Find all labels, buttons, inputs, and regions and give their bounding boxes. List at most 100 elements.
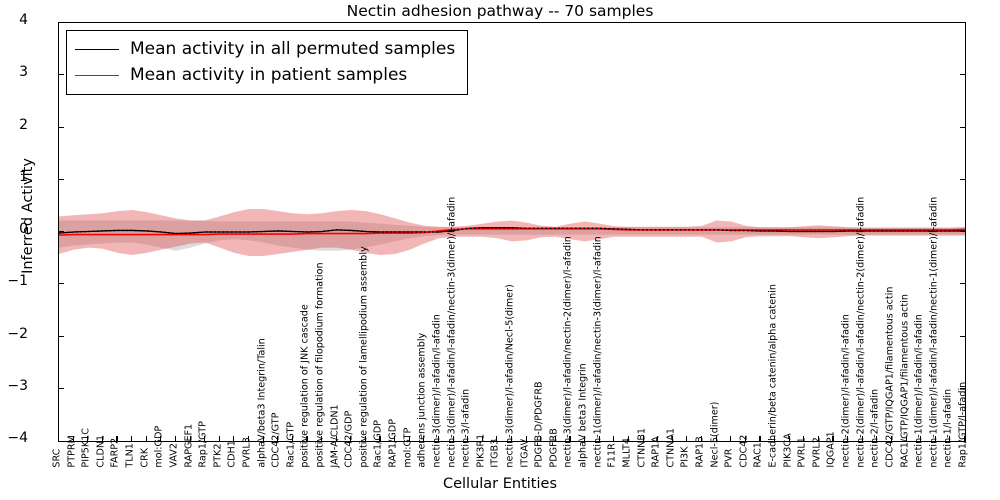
x-tick-mark [949, 436, 951, 442]
y-tick-mark [58, 126, 64, 128]
x-tick-mark [467, 436, 469, 442]
x-tick-mark [905, 436, 907, 442]
y-tick-mark [58, 231, 64, 233]
x-tick-mark [774, 436, 776, 442]
x-tick-label: RAP1/GDP [387, 419, 399, 468]
x-tick-mark [423, 436, 425, 442]
x-tick-mark [452, 436, 454, 442]
x-tick-mark [964, 436, 966, 442]
x-tick-label: PI3K [679, 446, 691, 468]
y-tick-label: 1 [19, 168, 28, 185]
x-tick-label: CTNNB1 [635, 428, 647, 468]
y-tick-mark [960, 387, 966, 389]
x-tick-mark [58, 436, 60, 442]
x-tick-mark [511, 436, 513, 442]
x-tick-label: Necl-5(dimer) [708, 401, 720, 468]
x-tick-mark [598, 436, 600, 442]
x-tick-label: F11R [606, 443, 618, 468]
x-tick-label: PVRL3 [241, 437, 253, 468]
x-tick-label: CRK [139, 448, 151, 468]
x-tick-mark [759, 436, 761, 442]
x-tick-mark [554, 436, 556, 442]
y-tick-mark [58, 74, 64, 76]
x-tick-mark [671, 436, 673, 442]
x-tick-mark [321, 436, 323, 442]
x-tick-label: positive regulation of lamellipodium ass… [358, 246, 370, 468]
plot-inner [59, 23, 965, 441]
x-tick-mark [408, 436, 410, 442]
series-line [59, 228, 965, 236]
x-tick-label: PVR [723, 448, 735, 468]
x-tick-mark [72, 436, 74, 442]
x-tick-label: Rap1/GTP [197, 421, 209, 469]
x-tick-mark [233, 436, 235, 442]
y-tick-mark [58, 387, 64, 389]
x-tick-label: FARP2 [109, 438, 121, 468]
x-tick-label: mol:GDP [153, 426, 165, 468]
x-tick-label: PIP5K1C [80, 428, 92, 468]
x-tick-mark [730, 436, 732, 442]
x-tick-label: ITGAV [519, 439, 531, 468]
x-tick-mark [364, 436, 366, 442]
legend-item: Mean activity in patient samples [75, 62, 455, 88]
x-tick-mark [540, 436, 542, 442]
confidence-band [59, 209, 965, 257]
y-tick-mark [960, 74, 966, 76]
y-tick-label: −4 [7, 430, 28, 446]
x-tick-label: nectin-3(dimer)/l-afadin/l-afadin [431, 314, 443, 468]
x-tick-mark [306, 436, 308, 442]
y-tick-label: 0 [19, 221, 28, 237]
x-tick-label: CDH1 [226, 440, 238, 468]
x-tick-label: PDGFB-D/PDGFRB [533, 381, 545, 468]
x-tick-mark [145, 436, 147, 442]
x-tick-label: Rac1/GDP [372, 420, 384, 468]
x-tick-mark [817, 436, 819, 442]
y-tick-label: 4 [19, 12, 28, 28]
x-tick-label: alphaV/beta3 Integrin/Talin [255, 338, 267, 468]
x-tick-mark [218, 436, 220, 442]
y-tick-mark [960, 283, 966, 285]
x-tick-mark [525, 436, 527, 442]
x-tick-mark [291, 436, 293, 442]
y-tick-label: −1 [7, 273, 28, 290]
x-tick-mark [832, 436, 834, 442]
x-tick-label: Rac1/GTP [285, 422, 297, 468]
x-tick-mark [496, 436, 498, 442]
x-tick-label: PDGFRB [548, 428, 560, 468]
x-tick-label: PTK2 [212, 443, 224, 468]
x-tick-mark [394, 436, 396, 442]
y-tick-mark [960, 178, 966, 180]
x-tick-mark [613, 436, 615, 442]
x-tick-mark [686, 436, 688, 442]
x-tick-mark [204, 436, 206, 442]
x-tick-label: MLLT4 [621, 438, 633, 468]
x-tick-mark [101, 436, 103, 442]
x-tick-mark [934, 436, 936, 442]
chart-svg [59, 209, 965, 257]
x-tick-label: TLN1 [124, 443, 136, 469]
y-tick-label: −3 [7, 377, 28, 394]
x-tick-label: RAPGEF1 [182, 424, 194, 468]
x-tick-label: RAC1 [752, 442, 764, 468]
x-tick-label: nectin-1(dimer)/l-afadin/nectin-3(dimer)… [592, 236, 604, 468]
x-tick-mark [569, 436, 571, 442]
x-tick-mark [876, 436, 878, 442]
x-tick-mark [335, 436, 337, 442]
x-tick-mark [657, 436, 659, 442]
x-tick-mark [87, 436, 89, 442]
x-tick-label: nectin-3/l-afadin [460, 389, 472, 468]
x-tick-mark [847, 436, 849, 442]
y-tick-mark [960, 335, 966, 337]
x-tick-mark [481, 436, 483, 442]
legend-label: Mean activity in all permuted samples [130, 39, 456, 59]
x-tick-label: PVRL1 [796, 437, 808, 468]
y-tick-mark [58, 335, 64, 337]
x-tick-label: nectin-2(dimer)/l-afadin/l-afadin [840, 314, 852, 468]
y-tick-label: −2 [7, 325, 28, 342]
y-tick-label: 3 [19, 64, 28, 81]
legend-swatch-line [75, 74, 119, 76]
x-tick-mark [350, 436, 352, 442]
x-tick-label: SRC [51, 449, 63, 468]
